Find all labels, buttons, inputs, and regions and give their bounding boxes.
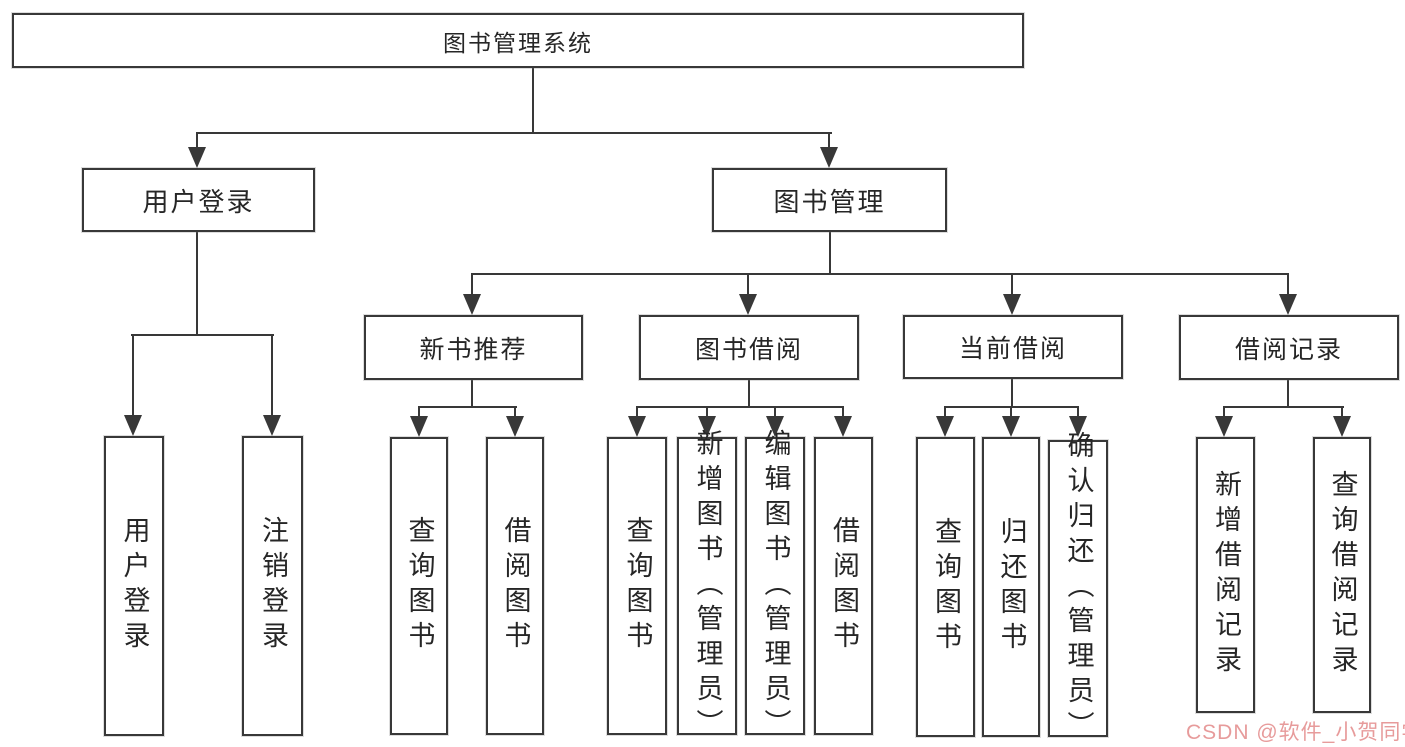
node-logout: 注销登录 [242, 436, 303, 736]
node-new-book-recommendation: 新书推荐 [364, 315, 583, 380]
arrowhead-down-icon [1279, 294, 1297, 315]
arrowhead-down-icon [698, 416, 716, 437]
connector-line [418, 406, 517, 408]
node-label: 查询图书 [931, 517, 961, 657]
node-label: 确认归还（管理员） [1063, 431, 1094, 746]
connector-line [132, 334, 134, 418]
arrowhead-down-icon [410, 416, 428, 437]
node-label: 查询图书 [404, 516, 435, 656]
node-label: 归还图书 [996, 517, 1027, 657]
arrowhead-down-icon [739, 294, 757, 315]
connector-line [514, 406, 516, 419]
connector-line [842, 406, 844, 419]
node-label: 图书借阅 [694, 335, 803, 364]
node-label: 编辑图书（管理员） [760, 428, 791, 744]
connector-line [196, 232, 198, 336]
arrowhead-down-icon [936, 416, 954, 437]
connector-line [706, 406, 708, 419]
node-label: 用户登录 [119, 516, 150, 656]
node-book-management: 图书管理 [712, 168, 947, 232]
connector-line [1287, 380, 1289, 408]
connector-line [1077, 406, 1079, 419]
node-label: 借阅图书 [500, 516, 531, 656]
node-add-borrow-record: 新增借阅记录 [1196, 437, 1255, 713]
arrowhead-down-icon [188, 147, 206, 168]
connector-line [747, 273, 749, 297]
connector-line [1287, 273, 1289, 297]
connector-line [1223, 406, 1225, 419]
node-query-books: 查询图书 [607, 437, 667, 735]
node-label: 借阅记录 [1234, 335, 1343, 364]
node-user-login: 用户登录 [82, 168, 315, 232]
csdn-watermark: CSDN @软件_小贺同学 [1186, 721, 1405, 744]
connector-line [636, 406, 844, 408]
arrowhead-down-icon [1333, 416, 1351, 437]
arrowhead-down-icon [263, 415, 281, 436]
arrowhead-down-icon [1002, 416, 1020, 437]
connector-line [418, 406, 420, 419]
connector-line [829, 232, 831, 275]
node-return-books: 归还图书 [982, 437, 1040, 737]
node-label: 注销登录 [258, 516, 288, 656]
arrowhead-down-icon [1069, 416, 1087, 437]
node-label: 新书推荐 [419, 335, 528, 364]
node-edit-books-admin: 编辑图书（管理员） [745, 429, 805, 744]
node-current-borrowing: 当前借阅 [903, 315, 1123, 379]
connector-line [271, 334, 273, 418]
connector-line [828, 132, 830, 150]
connector-line [944, 406, 946, 419]
connector-line [196, 132, 198, 150]
arrowhead-down-icon [1003, 294, 1021, 315]
arrowhead-down-icon [124, 415, 142, 436]
connector-line [1341, 406, 1343, 419]
node-confirm-return-admin: 确认归还（管理员） [1048, 431, 1108, 746]
node-add-books-admin: 新增图书（管理员） [677, 429, 737, 744]
connector-line [1011, 273, 1013, 297]
connector-line [532, 68, 534, 134]
node-label: 当前借阅 [958, 335, 1067, 363]
connector-line [471, 273, 1289, 275]
arrowhead-down-icon [463, 294, 481, 315]
node-book-borrowing: 图书借阅 [639, 315, 859, 380]
arrowhead-down-icon [834, 416, 852, 437]
arrowhead-down-icon [820, 147, 838, 168]
node-borrowing-records: 借阅记录 [1179, 315, 1399, 380]
arrowhead-down-icon [628, 416, 646, 437]
arrowhead-down-icon [506, 416, 524, 437]
connector-line [471, 273, 473, 297]
node-borrow-books: 借阅图书 [486, 437, 544, 735]
node-label: 新增图书（管理员） [692, 428, 723, 744]
node-label: 借阅图书 [829, 516, 859, 656]
node-label: 查询借阅记录 [1327, 470, 1358, 680]
node-library-management-system: 图书管理系统 [12, 13, 1024, 68]
node-query-books: 查询图书 [390, 437, 448, 735]
connector-line [1223, 406, 1344, 408]
node-label: 图书管理 [773, 186, 886, 217]
node-user-login-leaf: 用户登录 [104, 436, 164, 736]
arrowhead-down-icon [766, 416, 784, 437]
node-label: 图书管理系统 [443, 29, 593, 56]
connector-line [196, 132, 832, 134]
connector-line [748, 380, 750, 408]
connector-line [1011, 379, 1013, 408]
connector-line [636, 406, 638, 419]
node-query-books: 查询图书 [916, 437, 975, 737]
node-label: 用户登录 [142, 186, 255, 217]
arrowhead-down-icon [1215, 416, 1233, 437]
connector-line [774, 406, 776, 419]
node-label: 查询图书 [622, 516, 653, 656]
node-label: 新增借阅记录 [1211, 470, 1241, 680]
node-query-borrow-record: 查询借阅记录 [1313, 437, 1371, 713]
connector-line [471, 380, 473, 408]
connector-line [1010, 406, 1012, 419]
connector-line [131, 334, 274, 336]
node-borrow-books: 借阅图书 [814, 437, 873, 735]
